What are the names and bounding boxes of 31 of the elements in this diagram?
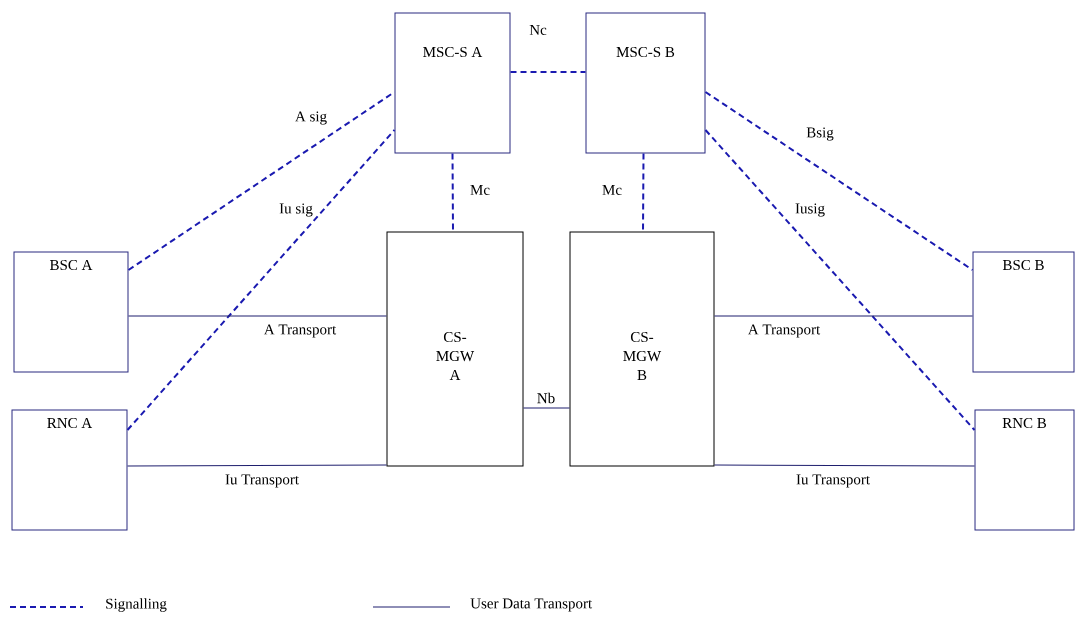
network-box: MSC-S B: [585, 12, 706, 154]
edge-label: Iu sig: [278, 202, 314, 218]
connector-line: [523, 407, 570, 409]
legend-label: Signalling: [106, 598, 167, 612]
connector-line: [704, 129, 976, 431]
connector-line: [714, 315, 973, 317]
network-box: RNC A: [11, 409, 128, 531]
connector-line: [126, 129, 396, 431]
edge-label: Iu Transport: [224, 473, 300, 489]
edge-label: Nc: [528, 24, 548, 36]
edge-label: Nb: [535, 391, 557, 405]
network-box: CS- MGW A: [386, 231, 524, 467]
network-box: CS- MGW B: [569, 231, 715, 467]
edge-label: Bsig: [805, 126, 835, 142]
network-box: BSC A: [13, 251, 129, 373]
legend-label: User Data Transport: [470, 598, 593, 612]
edge-label: Mc: [469, 184, 491, 196]
network-box: RNC B: [974, 409, 1075, 531]
connector-line: [704, 91, 974, 271]
connector-line: [127, 464, 387, 467]
network-box: BSC B: [972, 251, 1075, 373]
connector-line: [509, 71, 587, 73]
edge-label: Iu Transport: [795, 473, 872, 489]
edge-label: Mc: [601, 184, 623, 196]
edge-label: Iusig: [794, 202, 826, 218]
connector-line: [714, 464, 975, 467]
edge-label: A sig: [293, 110, 329, 126]
network-box: MSC-S A: [394, 12, 511, 154]
edge-label: A Transport: [746, 323, 822, 339]
edge-label: A Transport: [262, 323, 338, 339]
connector-line: [128, 315, 387, 317]
